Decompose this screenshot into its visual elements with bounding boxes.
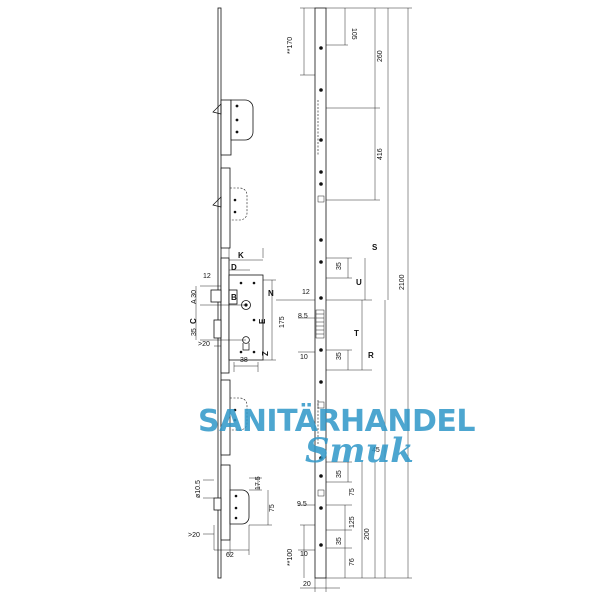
dim-35-u: 35 [336, 262, 343, 270]
dim-c: C [189, 318, 198, 324]
dim-k: K [238, 251, 244, 260]
right-dimension-lines [298, 7, 412, 592]
dim-10-bottom: 10 [300, 551, 308, 558]
dim-38: 38 [240, 357, 248, 364]
dim-10-top: 10 [300, 354, 308, 361]
watermark-line2: Smuk [305, 431, 414, 471]
dim-e: E [258, 318, 267, 324]
dim-s: S [372, 243, 378, 252]
dim-416: 416 [377, 148, 384, 160]
dim-100: **100 [287, 549, 294, 566]
watermark-line1: SANITÄRHANDEL [198, 403, 475, 439]
right-faceplate-view [298, 7, 412, 592]
lower-lock-unit [220, 379, 248, 456]
dim-9-5: 9.5 [297, 501, 307, 508]
dim-35-left: 35 [191, 328, 198, 336]
faceplate-holes [317, 46, 325, 547]
dim-b: B [231, 293, 237, 302]
dim-17-5: 17.5 [255, 476, 262, 490]
top-hook-unit [212, 99, 254, 156]
dim-76: 76 [349, 558, 356, 566]
dim-105: 105 [350, 28, 357, 40]
dim-t: T [354, 329, 359, 338]
upper-lock-unit [212, 167, 248, 249]
dim-gt20-top: >20 [198, 341, 210, 348]
dim-35-mid: 35 [336, 352, 343, 360]
dim-170: **170 [287, 37, 294, 54]
dim-62: 62 [226, 552, 234, 559]
dim-35-bottom-a: 35 [336, 470, 343, 478]
dim-u: U [356, 278, 362, 287]
dim-20-width: 20 [303, 581, 311, 588]
dim-45: 45 [372, 447, 380, 454]
faceplate-bar [314, 7, 327, 579]
dim-125: 125 [349, 516, 356, 528]
dim-10-5: ø10.5 [195, 480, 202, 498]
left-side-view [195, 7, 315, 579]
bottom-hook-unit [203, 464, 272, 555]
dim-2100: 2100 [399, 274, 406, 290]
dim-d: D [231, 263, 237, 272]
dim-r: R [368, 351, 374, 360]
dim-260: 260 [377, 50, 384, 62]
dim-n: N [268, 289, 274, 298]
dim-z: Z [261, 351, 270, 356]
dim-75-left: 75 [269, 504, 276, 512]
dim-12-left: 12 [203, 273, 211, 280]
dim-175: 175 [279, 316, 286, 328]
dim-8-5-top: 8.5 [298, 313, 308, 320]
dim-a30: A 30 [191, 290, 198, 304]
dim-12-right: 12 [302, 289, 310, 296]
watermark-logo: SANITÄRHANDEL Smuk [198, 403, 476, 471]
dim-35-bottom-b: 35 [336, 537, 343, 545]
main-lock-case [195, 248, 315, 374]
dim-200: 200 [364, 528, 371, 540]
dimension-labels: 105 **170 260 416 S 2100 K D 12 A 30 B N… [188, 28, 406, 588]
dim-gt20-bottom: >20 [188, 532, 200, 539]
dim-75-right: 75 [349, 488, 356, 496]
